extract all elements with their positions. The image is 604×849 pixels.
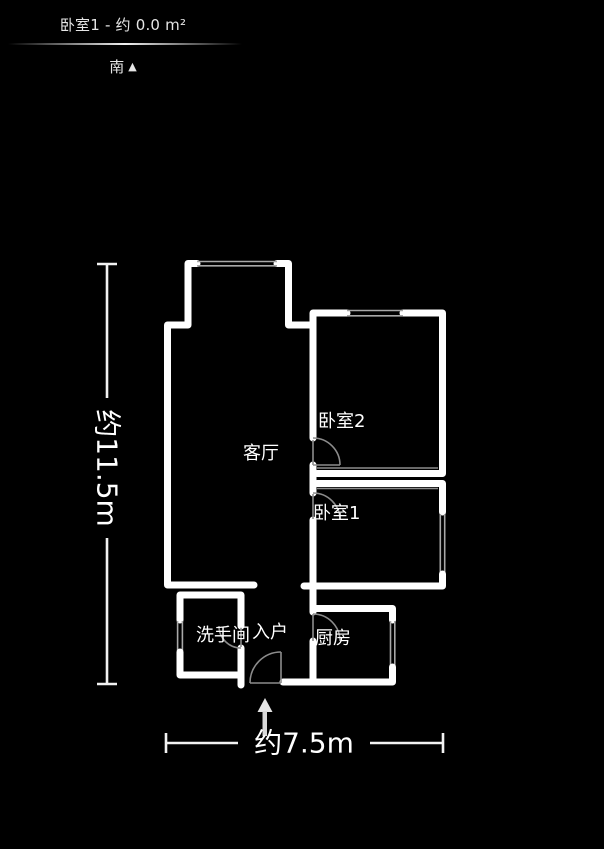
- room-label-entrance: 入户: [252, 622, 288, 643]
- living-room-walls: [164, 260, 317, 589]
- width-dimension-label: 约7.5m: [254, 727, 354, 760]
- door-arc: [312, 613, 341, 642]
- header-divider: [8, 43, 242, 45]
- orientation-indicator: 南▲: [0, 56, 246, 77]
- triangle-up-icon: ▲: [128, 60, 137, 73]
- width-dimension: 约7.5m: [164, 727, 445, 760]
- room-label-bedroom-2: 卧室2: [318, 411, 365, 432]
- bedroom-2-walls: [309, 309, 446, 497]
- bedroom-1-walls: [300, 480, 446, 616]
- orientation-label: 南: [109, 58, 125, 76]
- arrow-up-icon: [257, 698, 273, 736]
- selected-room-title: 卧室1 - 约 0.0 m²: [59, 16, 187, 34]
- kitchen-walls: [279, 605, 396, 686]
- washroom-walls: [176, 591, 245, 689]
- room-label-bedroom-1: 卧室1: [313, 503, 360, 524]
- room-label-washroom: 洗手间: [196, 625, 250, 646]
- room-label-kitchen: 厨房: [315, 628, 351, 649]
- door-arc: [312, 492, 341, 521]
- door-arc: [312, 437, 341, 466]
- door-arc: [249, 651, 282, 684]
- door-arc: [218, 625, 242, 649]
- height-dimension: 约11.5m: [91, 262, 124, 686]
- height-dimension-label: 约11.5m: [91, 409, 124, 527]
- room-label-living-room: 客厅: [243, 443, 279, 464]
- entrance-door: [249, 651, 282, 684]
